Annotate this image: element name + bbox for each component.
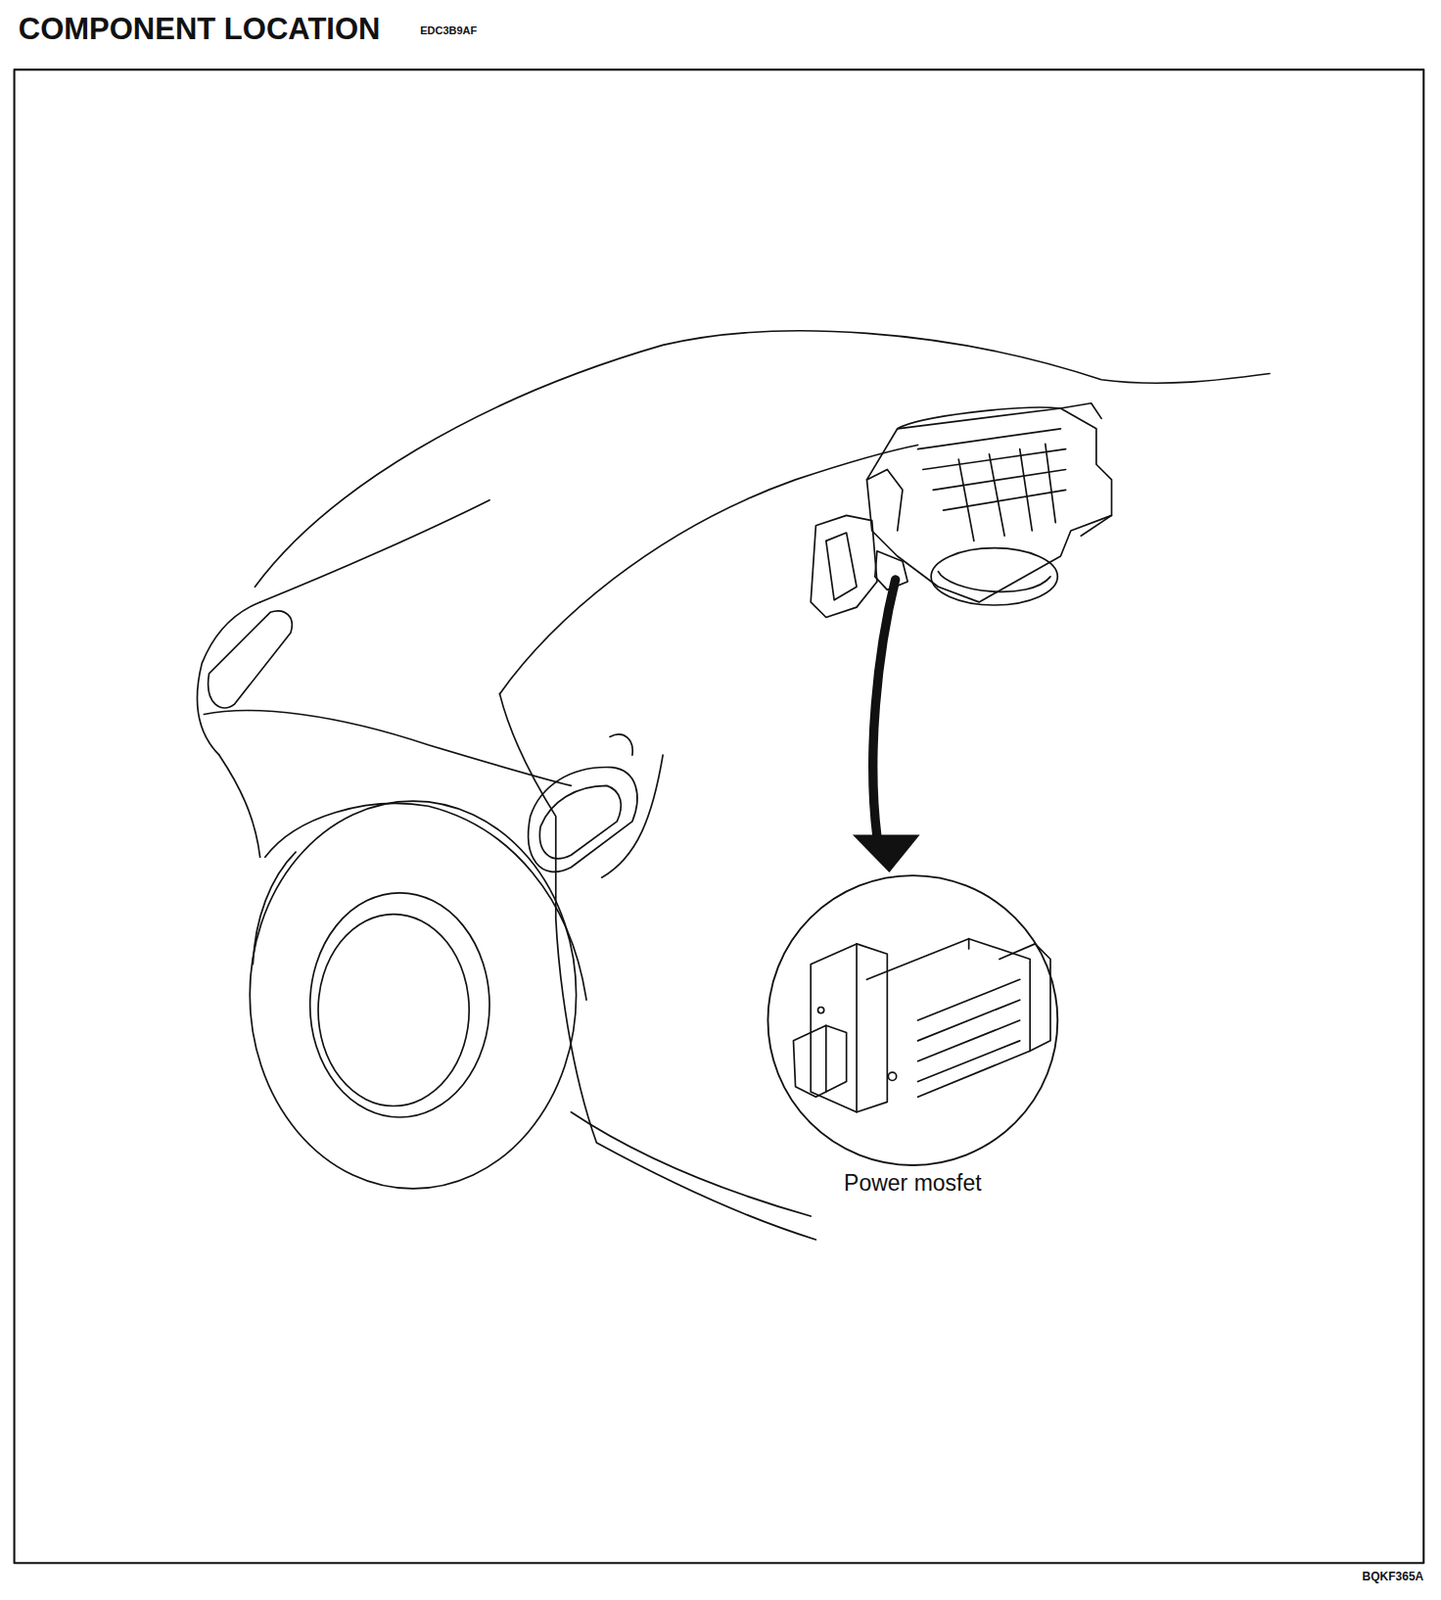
- detail-circle: [767, 875, 1058, 1165]
- figure-frame: [14, 69, 1425, 1563]
- pointer-arrowhead: [852, 834, 921, 873]
- rim-inner: [318, 914, 469, 1107]
- side-mirror: [528, 767, 638, 873]
- section-code: EDC3B9AF: [419, 24, 477, 37]
- wheel-arch: [265, 803, 587, 1001]
- hood-crease: [203, 710, 571, 787]
- sill-line: [570, 1112, 811, 1216]
- door-line: [499, 694, 816, 1240]
- headlamp: [208, 610, 293, 708]
- front-fascia: [197, 602, 261, 755]
- mirror-glass: [539, 785, 621, 858]
- a-pillar-line: [602, 754, 664, 878]
- mirror-mount: [609, 734, 633, 755]
- tire-outer: [249, 800, 576, 1189]
- roof-line: [254, 330, 1270, 587]
- rim: [310, 892, 490, 1117]
- hood-edge: [260, 500, 490, 603]
- blower-unit: [810, 403, 1112, 618]
- power-mosfet-part: [792, 938, 1051, 1113]
- figure-code: BQKF365A: [1362, 1569, 1425, 1583]
- page-title: COMPONENT LOCATION: [18, 11, 381, 47]
- bumper-line: [219, 754, 261, 857]
- windshield-base: [499, 444, 918, 694]
- part-name: Power mosfet: [843, 1169, 982, 1197]
- tire-edge: [252, 851, 296, 965]
- pointer-arrow: [873, 579, 896, 837]
